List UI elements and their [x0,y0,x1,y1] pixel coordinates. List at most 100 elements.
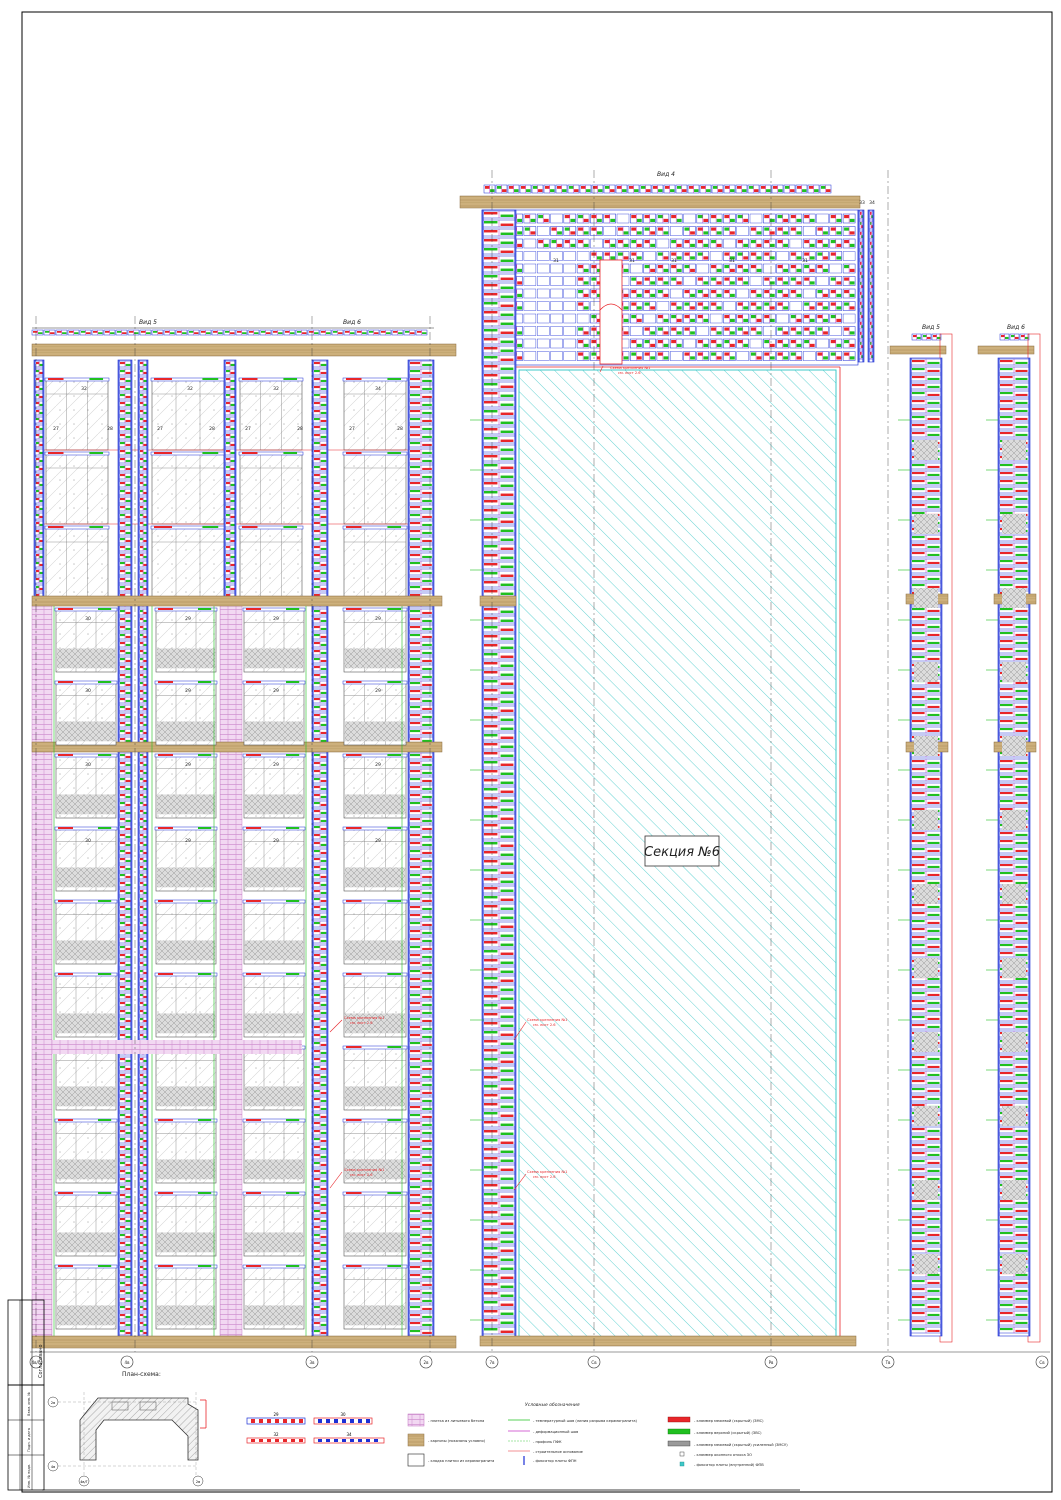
tile-clip-a [36,426,40,429]
tile-clip-a [593,186,598,189]
tile-clip-a [140,1018,144,1021]
tile-clip-b [422,1131,432,1134]
tile-clip-a [314,482,320,485]
tile-clip-b [125,915,131,918]
window-head-clip-2 [286,1119,300,1121]
tile-clip-a [314,762,320,765]
tile-clip-b [422,1027,432,1030]
attic-blank-tile [643,251,656,261]
window-head-clip-2 [283,378,298,380]
tile-clip-b [422,1315,432,1318]
window-head [154,680,218,685]
tile-clip-a [120,858,126,861]
cladding-tile [669,251,683,261]
cladding-tile [615,184,628,194]
window-head-clip-2 [198,681,212,683]
tile-clip-b [125,899,131,902]
tile-clip-a [314,698,320,701]
tile-clip-a [314,794,320,797]
cladding-tile [312,800,328,808]
attic-blank-tile [776,251,789,261]
tile-clip-a [410,770,421,773]
tile-clip-b [125,587,131,590]
cladding-tile [138,912,148,920]
cladding-tile [408,968,434,976]
tile-clip-a [410,1002,421,1005]
cladding-tile [391,329,404,336]
cladding-tile [138,760,148,768]
cladding-tile [816,251,829,261]
cladding-tile [408,768,434,776]
tile-clip-a [817,240,823,244]
tile-clip-b [125,379,131,382]
tile-clip-b [125,467,131,470]
tile-clip-b [663,218,669,222]
tile-clip-b [422,1299,432,1302]
tile-clip-b [422,363,432,366]
tile-clip-b [320,1251,327,1254]
tile-clip-b [849,231,855,235]
tile-clip-a [764,227,770,231]
tile-clip-a [120,922,126,925]
tile-clip-b [422,1115,432,1118]
tile-clip-b [320,1219,327,1222]
tile-clip-a [140,1218,144,1221]
tile-clip-b [320,1283,327,1286]
cladding-tile [630,238,643,249]
cladding-tile [118,1080,132,1088]
cladding-tile [789,213,803,224]
cladding-tile [118,784,132,792]
cladding-tile [408,416,434,424]
window-railing [345,1013,405,1034]
window-frame [343,453,407,525]
cladding-tile [312,1256,328,1264]
tile-clip-a [226,538,231,541]
cladding-tile [408,1024,434,1032]
tile-clip-a [120,818,126,821]
cladding-tile [138,1328,148,1336]
cladding-tile [118,824,132,832]
tile-clip-a [120,1282,126,1285]
cladding-band [483,184,832,194]
cladding-tile [118,752,132,760]
cladding-tile [118,552,132,560]
window-unit [154,1118,218,1184]
cladding-tile [118,704,132,712]
cladding-tile [312,536,328,544]
cladding-tile [408,448,434,456]
tile-clip-a [410,618,421,621]
tile-clip-a [724,227,730,231]
tile-clip-b [320,835,327,838]
cladding-tile [312,1264,328,1272]
tile-clip-b [143,947,147,950]
tile-clip-b [143,1171,147,1174]
cladding-tile [639,184,652,194]
cladding-tile [118,944,132,952]
tile-clip-b [422,1195,432,1198]
middle-facade-tiles: 3131313131313334 [459,170,889,1352]
cladding-tile [816,226,829,236]
window-head-clip-2 [387,608,402,610]
tile-clip-b [320,947,327,950]
cladding-tile [224,360,236,368]
tile-clip-b [422,539,432,542]
tile-clip-b [320,1227,327,1230]
cladding-tile [138,584,148,592]
tile-clip-a [36,506,40,509]
tile-clip-a [644,240,650,244]
tile-clip-a [410,778,421,781]
cladding-tile [118,896,132,904]
cladding-tile [118,992,132,1000]
tile-clip-a [314,1114,320,1117]
tile-clip-a [564,227,570,231]
tile-clip-a [677,186,682,189]
tile-clip-a [120,794,126,797]
tile-clip-a [140,554,144,557]
tile-clip-b [320,883,327,886]
cladding-tile [408,496,434,504]
tile-clip-b [125,955,131,958]
tile-clip-a [140,1058,144,1061]
tile-clip-a [140,538,144,541]
cladding-tile [408,624,434,632]
